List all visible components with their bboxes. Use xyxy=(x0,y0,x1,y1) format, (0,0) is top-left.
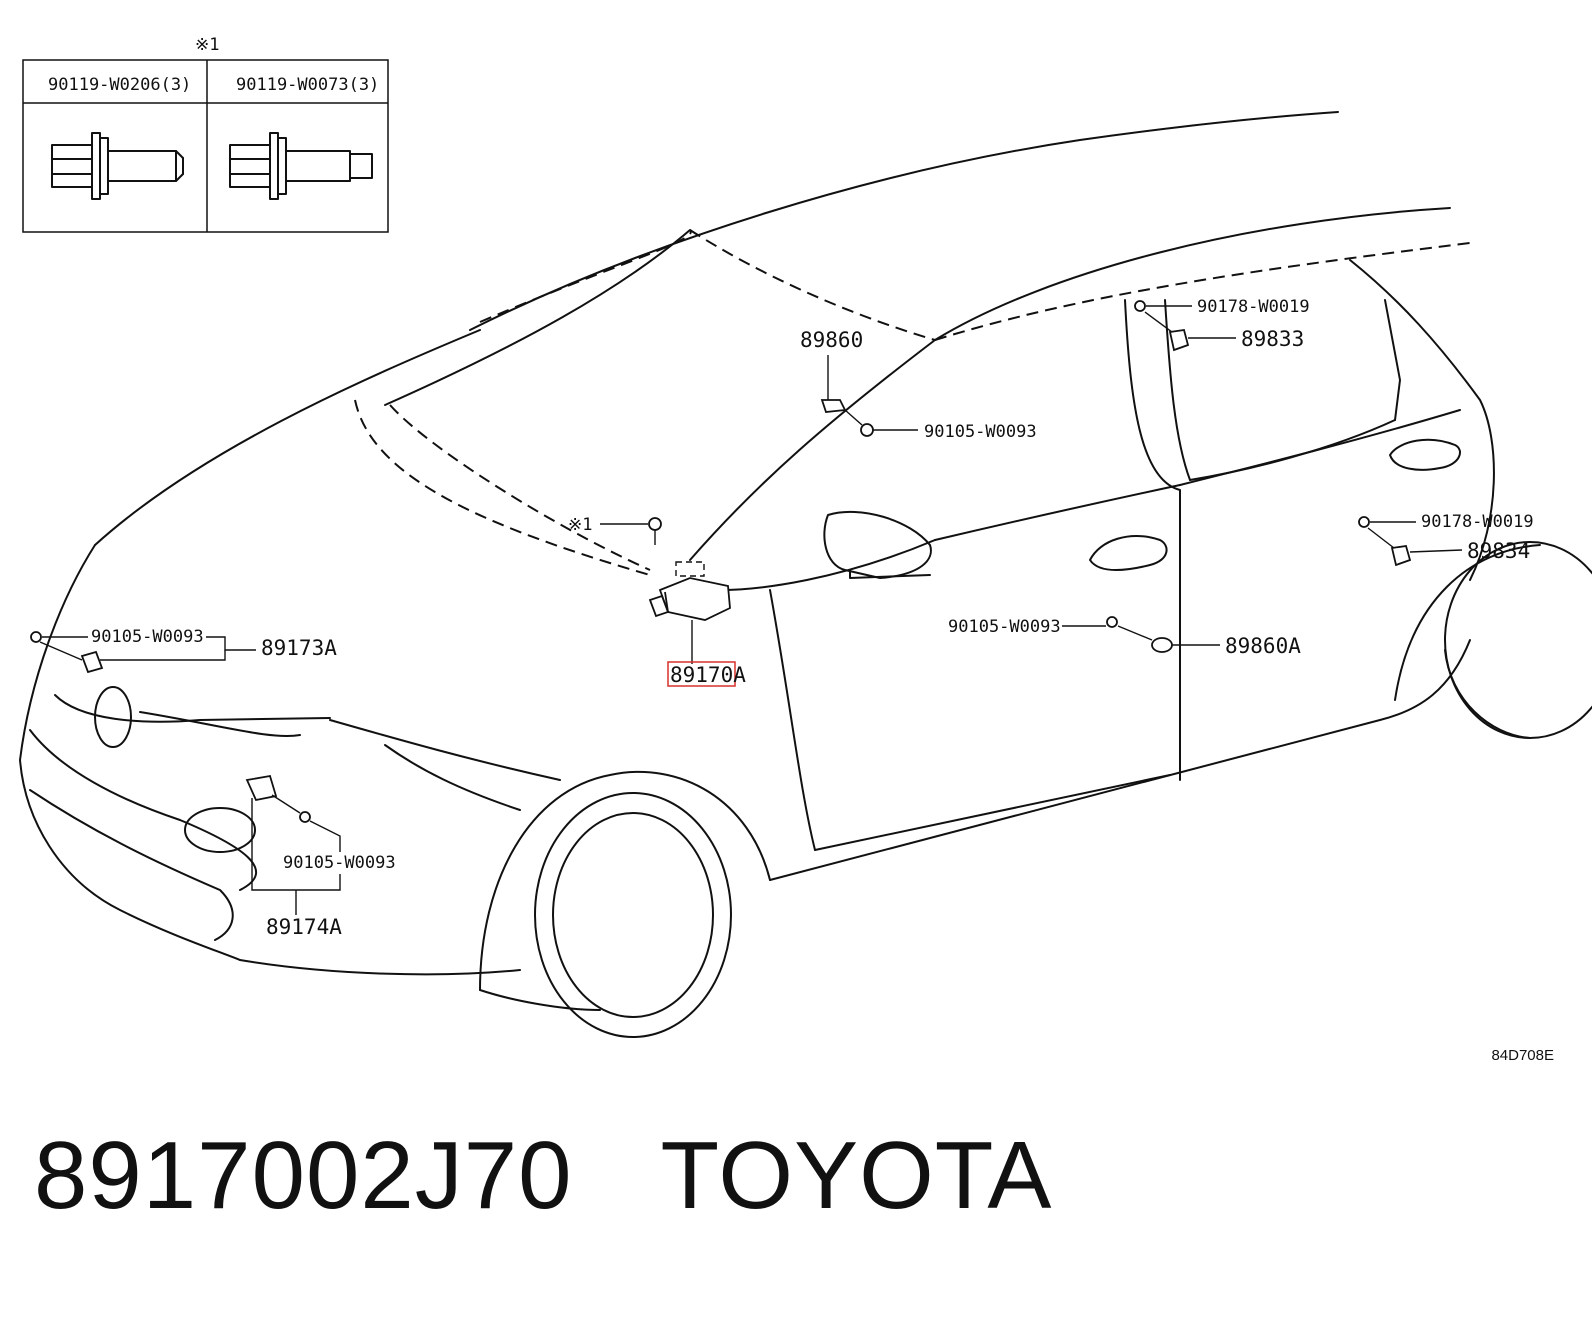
legend-bolt-a-label: 90119-W0206(3) xyxy=(48,75,191,95)
callout-89173A[interactable]: 90105-W0093 89173A xyxy=(30,627,337,674)
label-90105-bumper: 90105-W0093 xyxy=(283,853,396,873)
label-89174A: 89174A xyxy=(266,915,342,939)
callout-89174A[interactable]: 90105-W0093 89174A xyxy=(245,774,396,939)
label-89833: 89833 xyxy=(1241,327,1304,351)
label-90178-rear: 90178-W0019 xyxy=(1421,512,1534,532)
label-90105-front: 90105-W0093 xyxy=(91,627,204,647)
highlight-box xyxy=(667,661,736,687)
airbag-ecu xyxy=(648,577,731,621)
callout-89860A[interactable]: 90105-W0093 89860A xyxy=(948,616,1301,658)
callout-89833[interactable]: 90178-W0019 89833 xyxy=(1134,297,1310,352)
callout-89834[interactable]: 90178-W0019 89834 xyxy=(1358,512,1534,567)
legend-marker: ※1 xyxy=(195,35,219,55)
label-90178-upper: 90178-W0019 xyxy=(1197,297,1310,317)
fastener-legend: ※1 90119-W0206(3) 90119-W0073(3) xyxy=(22,35,389,233)
legend-bolt-b-label: 90119-W0073(3) xyxy=(236,75,379,95)
callout-89860[interactable]: 89860 90105-W0093 xyxy=(800,328,1037,442)
label-89173A: 89173A xyxy=(261,636,337,660)
label-89834: 89834 xyxy=(1467,539,1530,563)
label-89860A: 89860A xyxy=(1225,634,1301,658)
side-mirror xyxy=(823,510,932,579)
label-90105-pillar: 90105-W0093 xyxy=(924,422,1037,442)
label-ecu-marker: ※1 xyxy=(568,515,592,535)
caption-part-number: 8917002J70 xyxy=(34,1122,573,1229)
caption-brand: TOYOTA xyxy=(660,1122,1053,1229)
callout-89170A[interactable]: ※1 89170A xyxy=(568,515,746,687)
label-89170A: 89170A xyxy=(670,663,746,687)
label-90105-door: 90105-W0093 xyxy=(948,617,1061,637)
diagram-code: 84D708E xyxy=(1491,1047,1554,1064)
bolt-b-icon xyxy=(229,132,373,200)
car-outline xyxy=(19,111,1592,1038)
bolt-a-icon xyxy=(51,132,184,200)
label-89860: 89860 xyxy=(800,328,863,352)
